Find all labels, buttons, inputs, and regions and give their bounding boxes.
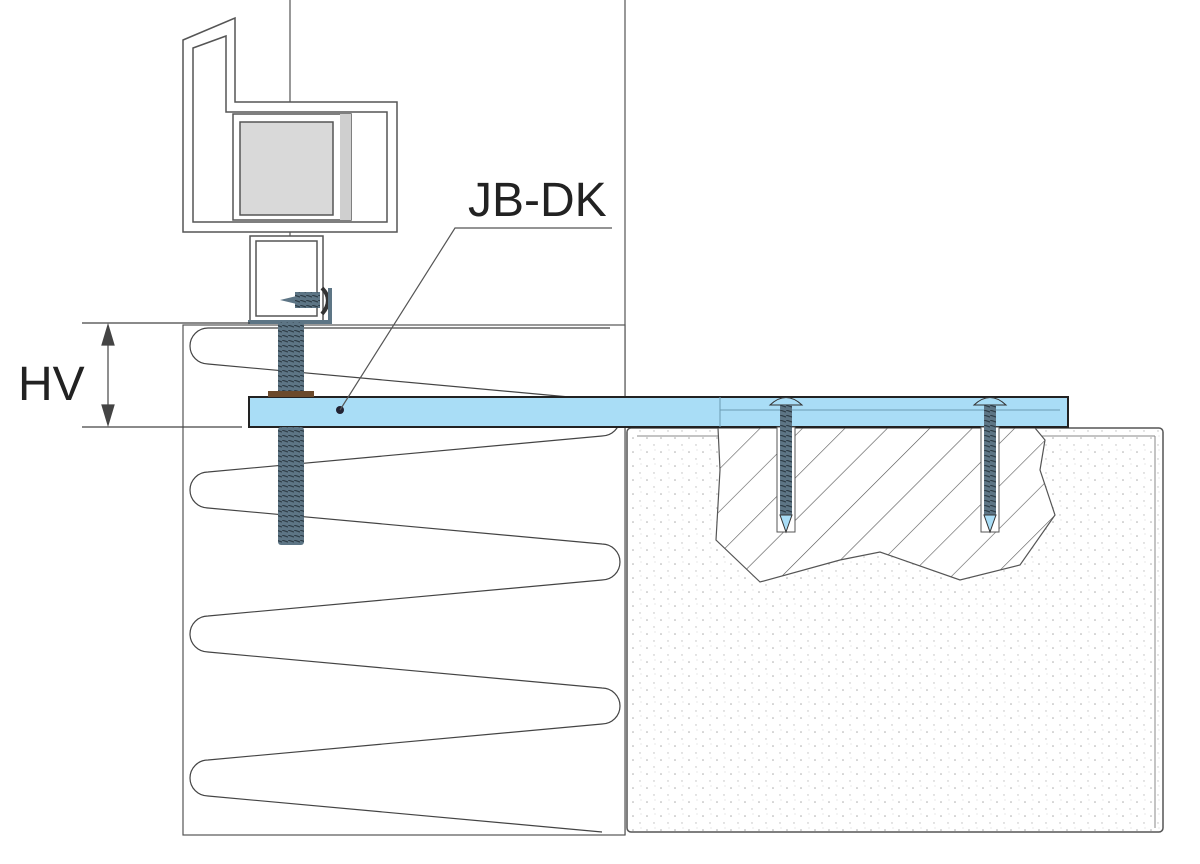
jb-dk-bracket — [248, 396, 1069, 428]
window-frame — [182, 16, 398, 323]
leader-line — [339, 227, 612, 411]
frame-screw — [248, 286, 332, 324]
dimension-label: HV — [18, 358, 85, 411]
hv-dimension — [82, 322, 250, 428]
product-label: JB-DK — [468, 174, 607, 227]
threaded-bolt — [268, 322, 314, 545]
concrete-screw-2 — [972, 397, 1008, 534]
concrete-block — [626, 427, 1164, 833]
glass-pane — [239, 121, 334, 216]
concrete-screw-1 — [768, 397, 804, 534]
